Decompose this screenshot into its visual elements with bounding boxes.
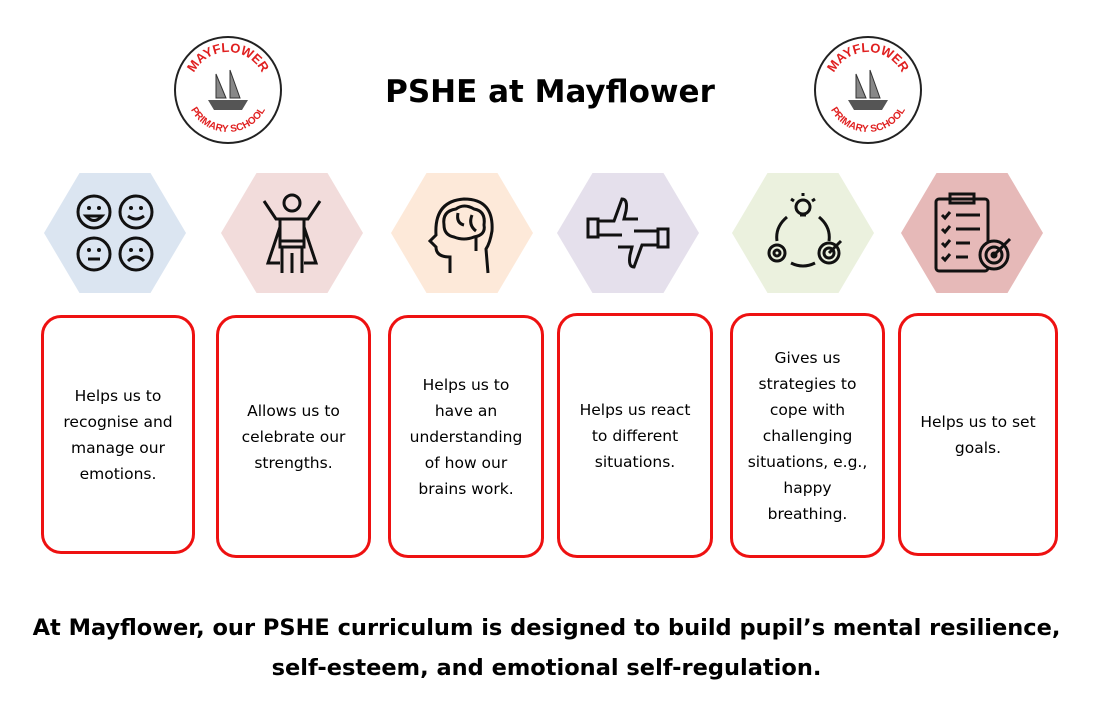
card-emotions: Helps us to recognise and manage our emo… bbox=[41, 315, 195, 554]
checklist-target-icon bbox=[934, 192, 1012, 273]
card-goals: Helps us to set goals. bbox=[898, 313, 1058, 556]
thumbs-up-down-icon bbox=[586, 197, 670, 269]
card-text: Helps us to recognise and manage our emo… bbox=[63, 386, 173, 483]
card-react: Helps us react to different situations. bbox=[557, 313, 713, 558]
hex-strategies bbox=[732, 173, 874, 293]
brain-head-icon bbox=[427, 197, 494, 274]
footer-statement: At Mayflower, our PSHE curriculum is des… bbox=[20, 608, 1073, 688]
card-text: Helps us to have an understanding of how… bbox=[409, 375, 523, 498]
school-logo-left: MAYFLOWER PRIMARY SCHOOL bbox=[174, 36, 282, 144]
hex-brain bbox=[391, 173, 533, 293]
page-title: PSHE at Mayflower bbox=[385, 74, 715, 110]
card-text: Helps us to set goals. bbox=[920, 412, 1036, 457]
card-strengths: Allows us to celebrate our strengths. bbox=[216, 315, 371, 558]
footer-line-1: At Mayflower, our PSHE curriculum is des… bbox=[32, 615, 1061, 641]
card-text: Gives us strategies to cope with challen… bbox=[747, 348, 868, 523]
card-brain: Helps us to have an understanding of how… bbox=[388, 315, 544, 558]
strategy-cycle-icon bbox=[767, 193, 843, 268]
hex-strengths bbox=[221, 173, 363, 293]
card-text: Helps us react to different situations. bbox=[579, 400, 691, 471]
superhero-icon bbox=[262, 193, 322, 273]
hex-goals bbox=[901, 173, 1043, 293]
hex-emotions bbox=[44, 173, 186, 293]
school-logo-right: MAYFLOWER PRIMARY SCHOOL bbox=[814, 36, 922, 144]
hex-react bbox=[557, 173, 699, 293]
card-strategies: Gives us strategies to cope with challen… bbox=[730, 313, 885, 558]
emotion-faces-icon bbox=[76, 194, 154, 272]
footer-line-2: self-esteem, and emotional self-regulati… bbox=[271, 655, 822, 681]
card-text: Allows us to celebrate our strengths. bbox=[241, 401, 346, 472]
